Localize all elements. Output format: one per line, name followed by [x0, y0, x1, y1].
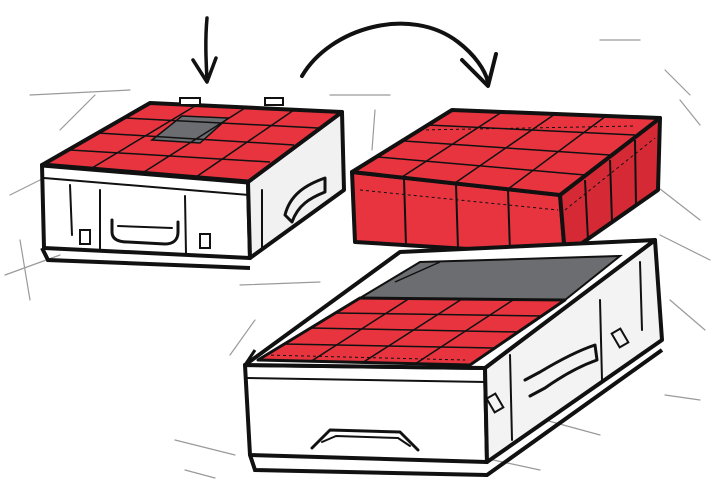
- curved-arrow-icon: [300, 21, 498, 88]
- small-case-handle: [110, 218, 180, 246]
- large-organizer-case: [243, 238, 664, 478]
- removed-red-insert: [350, 108, 662, 257]
- down-arrow-icon: [191, 16, 218, 84]
- background-sketch-lines: [4, 39, 711, 479]
- large-case-front-handle: [310, 428, 420, 452]
- small-organizer-case: [40, 97, 346, 270]
- large-case-side-handle: [523, 343, 599, 398]
